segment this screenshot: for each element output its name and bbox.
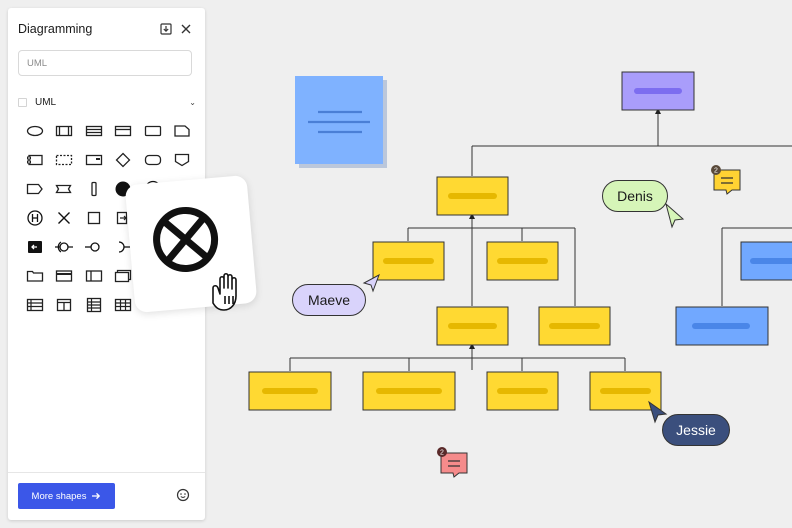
node-level2-far-right[interactable] xyxy=(538,306,611,346)
folder-shape[interactable] xyxy=(20,261,50,290)
node-leaf-3[interactable] xyxy=(486,371,559,411)
shield-shape[interactable] xyxy=(168,145,198,174)
close-icon[interactable] xyxy=(178,21,194,37)
x-mark-shape[interactable] xyxy=(50,203,80,232)
grab-hand-icon xyxy=(212,272,237,311)
comment-badge-red[interactable]: 2 xyxy=(437,447,468,478)
category-label: UML xyxy=(35,96,57,108)
black-rect-arrow-shape[interactable] xyxy=(20,232,50,261)
panel-divider xyxy=(8,472,205,473)
node-leaf-2[interactable] xyxy=(362,371,456,411)
rectangle-shape[interactable] xyxy=(138,116,168,145)
stack-shape[interactable] xyxy=(109,261,139,290)
grid-table-shape[interactable] xyxy=(79,290,109,319)
sticky-note[interactable] xyxy=(295,76,387,168)
lollipop-shape[interactable] xyxy=(79,232,109,261)
collaborator-jessie: Jessie xyxy=(662,414,730,446)
list-table-shape[interactable] xyxy=(20,290,50,319)
collaborator-denis: Denis xyxy=(602,180,668,212)
window-frame-shape[interactable] xyxy=(50,261,80,290)
maeve-cursor-icon xyxy=(362,273,380,293)
package-shape[interactable] xyxy=(79,145,109,174)
dock-icon[interactable] xyxy=(158,21,174,37)
comment-count-red: 2 xyxy=(440,450,444,457)
node-leaf-1[interactable] xyxy=(248,371,332,411)
node-leaf-4[interactable] xyxy=(589,371,662,411)
node-blue-large[interactable] xyxy=(675,306,769,346)
collaborator-maeve: Maeve xyxy=(292,284,366,316)
bar-shape[interactable] xyxy=(79,174,109,203)
decision-shape[interactable] xyxy=(109,145,139,174)
flag-shape[interactable] xyxy=(50,174,80,203)
drag-preview-card xyxy=(124,174,258,314)
square-shape[interactable] xyxy=(79,203,109,232)
component-shape[interactable] xyxy=(20,145,50,174)
node-root[interactable] xyxy=(621,71,695,111)
node-level2-left[interactable] xyxy=(372,241,445,281)
panel-title: Diagramming xyxy=(18,22,93,36)
tag-shape[interactable] xyxy=(20,174,50,203)
table-shape[interactable] xyxy=(79,116,109,145)
comment-count-yellow: 2 xyxy=(714,168,718,175)
feedback-icon[interactable] xyxy=(176,488,190,507)
node-level1[interactable] xyxy=(436,176,509,216)
jessie-cursor-icon xyxy=(648,400,668,424)
node-level2-right[interactable] xyxy=(486,241,559,281)
grid-shape[interactable] xyxy=(109,290,139,319)
chevron-down-icon[interactable]: ⌄ xyxy=(189,97,196,107)
circle-x-preview-icon xyxy=(153,206,219,272)
more-shapes-button[interactable]: More shapes xyxy=(18,483,115,509)
more-shapes-label: More shapes xyxy=(31,490,87,502)
comment-badge-yellow[interactable]: 2 xyxy=(711,165,741,195)
search-input[interactable] xyxy=(18,50,192,76)
node-blue-small[interactable] xyxy=(740,241,792,281)
column-shape[interactable] xyxy=(50,290,80,319)
category-checkbox[interactable] xyxy=(18,97,27,107)
node-level2-center[interactable] xyxy=(436,306,509,346)
process-shape[interactable] xyxy=(50,116,80,145)
note-shape[interactable] xyxy=(168,116,198,145)
arrow-right-icon xyxy=(92,492,101,500)
lollipop-both-shape[interactable] xyxy=(50,232,80,261)
window-shape[interactable] xyxy=(109,116,139,145)
connectors xyxy=(289,108,792,371)
ellipse-shape[interactable] xyxy=(20,116,50,145)
category-uml[interactable]: UML ⌄ xyxy=(18,94,196,110)
panel-shape[interactable] xyxy=(79,261,109,290)
rounded-rect-shape[interactable] xyxy=(138,145,168,174)
history-shape[interactable] xyxy=(20,203,50,232)
dashed-box-shape[interactable] xyxy=(50,145,80,174)
denis-cursor-icon xyxy=(665,202,685,229)
